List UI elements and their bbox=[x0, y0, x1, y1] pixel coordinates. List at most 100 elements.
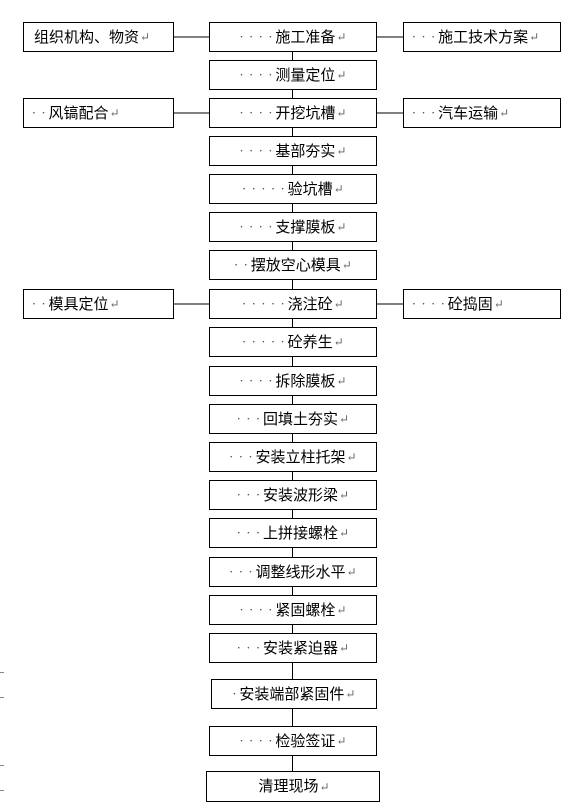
main-step-12: · · ·安装立柱托架↵ bbox=[209, 442, 377, 472]
main-step-1: · · · ·施工准备↵ bbox=[209, 22, 377, 52]
step-text: 浇注砼 bbox=[287, 294, 333, 313]
main-step-5: · · · · ·验坑槽↵ bbox=[209, 174, 377, 204]
paragraph-mark-icon: ↵ bbox=[345, 687, 356, 701]
step-text: 回填土夯实 bbox=[263, 409, 339, 428]
main-step-15: · · ·调整线形水平↵ bbox=[209, 557, 377, 587]
main-step-19: · · · ·检验签证↵ bbox=[209, 726, 377, 756]
paragraph-mark-icon: ↵ bbox=[341, 258, 352, 272]
paragraph-mark-icon: ↵ bbox=[336, 374, 347, 388]
step-text: 施工准备 bbox=[275, 27, 336, 46]
main-step-2: · · · ·测量定位↵ bbox=[209, 60, 377, 90]
step-text: 测量定位 bbox=[275, 65, 336, 84]
left-note-1: 组织机构、物资↵ bbox=[23, 22, 174, 52]
paragraph-mark-icon: ↵ bbox=[499, 106, 510, 120]
right-note-3: · · · ·砼捣固↵ bbox=[403, 289, 561, 319]
step-text: 紧固螺栓 bbox=[275, 600, 336, 619]
step-text: 支撑膜板 bbox=[275, 217, 336, 236]
step-dots: · · · bbox=[236, 526, 261, 540]
step-dots: · · · bbox=[412, 106, 437, 120]
paragraph-mark-icon: ↵ bbox=[336, 106, 347, 120]
step-dots: · · · · · bbox=[242, 335, 286, 349]
step-dots: · · · bbox=[412, 30, 437, 44]
paragraph-mark-icon: ↵ bbox=[339, 412, 350, 426]
paragraph-mark-icon: ↵ bbox=[109, 297, 120, 311]
main-step-20: 清理现场↵ bbox=[206, 771, 380, 802]
step-text: 摆放空心模具 bbox=[250, 255, 341, 274]
step-text: 安装紧迫器 bbox=[263, 638, 339, 657]
main-step-3: · · · ·开挖坑槽↵ bbox=[209, 98, 377, 128]
step-text: 组织机构、物资 bbox=[34, 27, 140, 46]
paragraph-mark-icon: ↵ bbox=[333, 297, 344, 311]
step-text: 检验签证 bbox=[275, 731, 336, 750]
step-text: 风镐配合 bbox=[48, 103, 109, 122]
step-dots: · · · bbox=[236, 641, 261, 655]
step-dots: · · · · bbox=[239, 603, 274, 617]
step-dots: · · · bbox=[236, 488, 261, 502]
left-note-2: · ·风镐配合↵ bbox=[23, 98, 174, 128]
step-dots: · · · · bbox=[239, 374, 274, 388]
main-step-6: · · · ·支撑膜板↵ bbox=[209, 212, 377, 242]
paragraph-mark-icon: ↵ bbox=[109, 106, 120, 120]
main-step-8: · · · · ·浇注砼↵ bbox=[209, 289, 377, 319]
paragraph-mark-icon: ↵ bbox=[339, 488, 350, 502]
step-dots: · · · bbox=[236, 412, 261, 426]
step-dots: · · · bbox=[229, 450, 254, 464]
step-dots: · · · · bbox=[412, 297, 446, 311]
step-dots: · · · · bbox=[239, 30, 274, 44]
step-text: 安装端部紧固件 bbox=[239, 684, 345, 703]
step-text: 砼捣固 bbox=[447, 294, 493, 313]
step-dots: · · · bbox=[229, 565, 254, 579]
paragraph-mark-icon: ↵ bbox=[336, 144, 347, 158]
left-note-3: · ·模具定位↵ bbox=[23, 289, 174, 319]
step-text: 拆除膜板 bbox=[275, 371, 336, 390]
main-step-14: · · ·上拼接螺栓↵ bbox=[209, 518, 377, 548]
step-dots: · · · · bbox=[239, 68, 274, 82]
right-note-2: · · ·汽车运输↵ bbox=[403, 98, 561, 128]
step-dots: · · · · bbox=[239, 220, 274, 234]
paragraph-mark-icon: ↵ bbox=[336, 220, 347, 234]
step-dots: · · · · · bbox=[242, 182, 286, 196]
paragraph-mark-icon: ↵ bbox=[346, 450, 357, 464]
step-dots: · · · · bbox=[239, 734, 274, 748]
paragraph-mark-icon: ↵ bbox=[529, 30, 540, 44]
paragraph-mark-icon: ↵ bbox=[336, 30, 347, 44]
step-text: 上拼接螺栓 bbox=[263, 523, 339, 542]
step-text: 砼养生 bbox=[287, 332, 333, 351]
step-text: 汽车运输 bbox=[438, 103, 499, 122]
step-dots: · · · · bbox=[239, 144, 274, 158]
right-note-1: · · ·施工技术方案↵ bbox=[403, 22, 561, 52]
page-edge-mark bbox=[0, 672, 4, 673]
paragraph-mark-icon: ↵ bbox=[336, 603, 347, 617]
step-text: 模具定位 bbox=[48, 294, 109, 313]
paragraph-mark-icon: ↵ bbox=[493, 297, 504, 311]
step-dots: · · · · · bbox=[242, 297, 286, 311]
main-step-11: · · ·回填土夯实↵ bbox=[209, 404, 377, 434]
paragraph-mark-icon: ↵ bbox=[346, 565, 357, 579]
main-step-7: · ·摆放空心模具↵ bbox=[209, 250, 377, 280]
page-edge-mark bbox=[0, 765, 4, 766]
step-text: 安装波形梁 bbox=[263, 485, 339, 504]
paragraph-mark-icon: ↵ bbox=[319, 779, 330, 794]
main-step-18: ·安装端部紧固件↵ bbox=[211, 679, 377, 709]
main-step-17: · · ·安装紧迫器↵ bbox=[209, 633, 377, 663]
step-dots: · · bbox=[32, 297, 47, 311]
main-step-10: · · · ·拆除膜板↵ bbox=[209, 366, 377, 396]
paragraph-mark-icon: ↵ bbox=[336, 68, 347, 82]
paragraph-mark-icon: ↵ bbox=[140, 30, 151, 44]
step-text: 清理现场 bbox=[258, 777, 319, 795]
step-text: 调整线形水平 bbox=[255, 562, 346, 581]
main-step-4: · · · ·基部夯实↵ bbox=[209, 136, 377, 166]
page-edge-mark bbox=[0, 697, 4, 698]
step-dots: · · bbox=[234, 258, 249, 272]
step-text: 施工技术方案 bbox=[438, 27, 529, 46]
step-dots: · bbox=[232, 687, 238, 701]
paragraph-mark-icon: ↵ bbox=[336, 734, 347, 748]
paragraph-mark-icon: ↵ bbox=[339, 526, 350, 540]
main-step-9: · · · · ·砼养生↵ bbox=[209, 327, 377, 357]
main-step-13: · · ·安装波形梁↵ bbox=[209, 480, 377, 510]
main-step-16: · · · ·紧固螺栓↵ bbox=[209, 595, 377, 625]
step-dots: · · bbox=[32, 106, 47, 120]
step-text: 安装立柱托架 bbox=[255, 447, 346, 466]
step-text: 开挖坑槽 bbox=[275, 103, 336, 122]
